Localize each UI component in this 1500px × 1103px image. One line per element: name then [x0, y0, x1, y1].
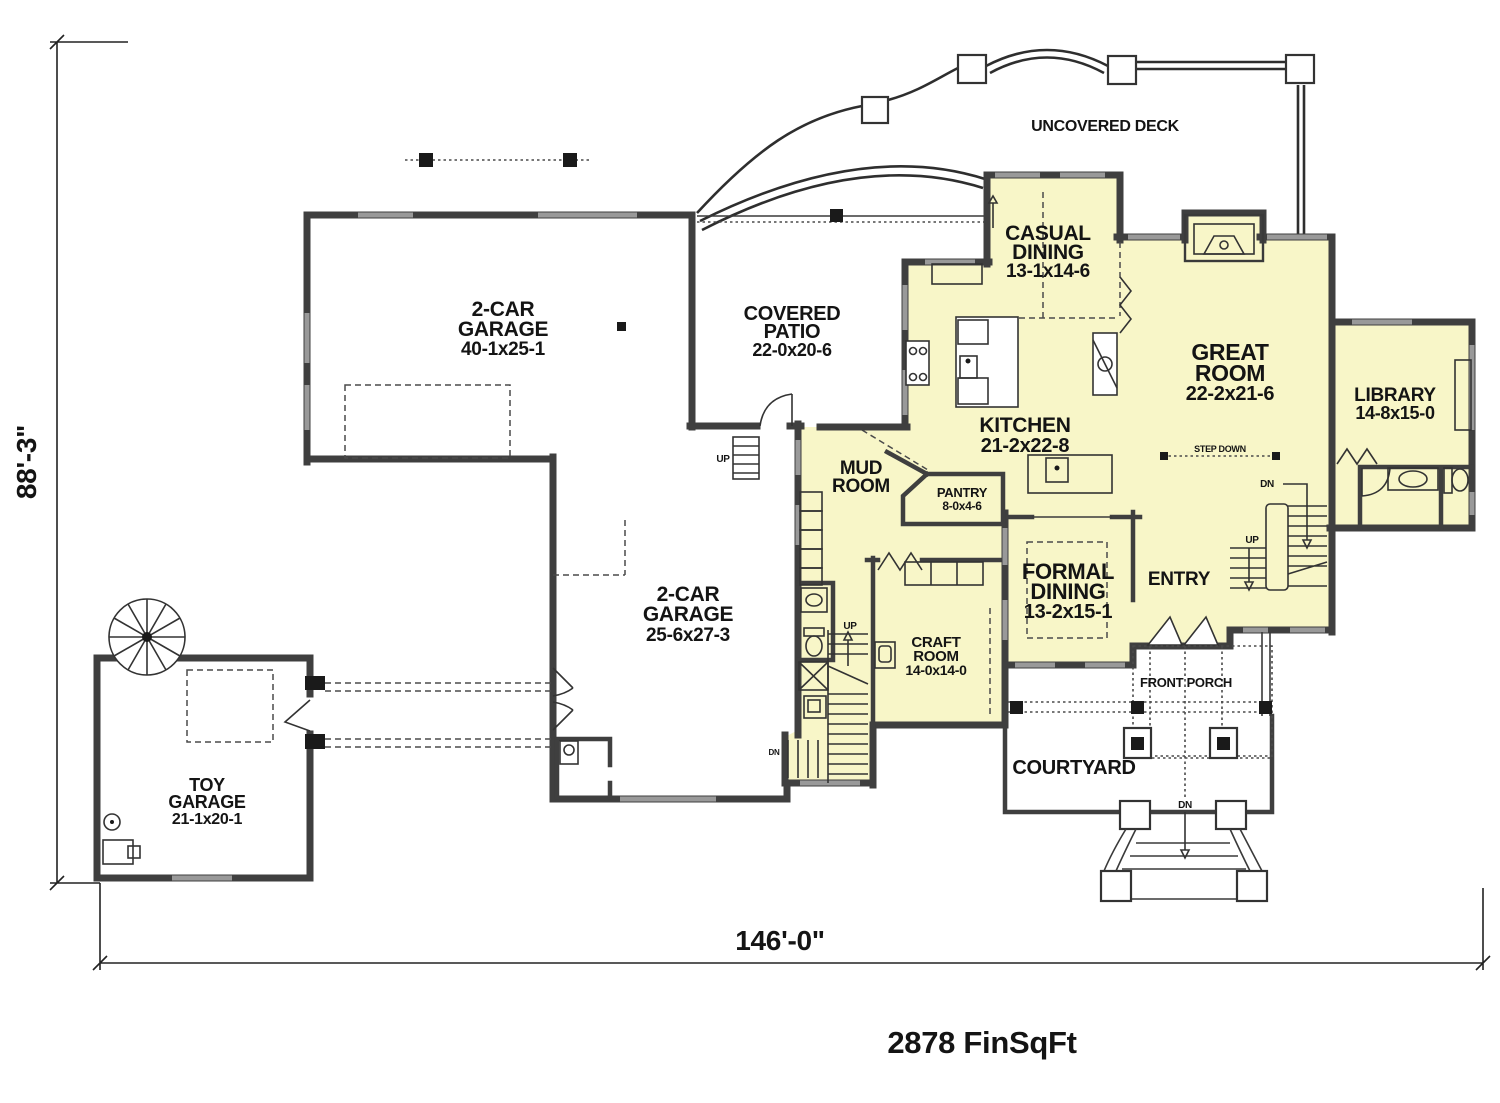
label-toy-garage-l2: GARAGE: [168, 792, 245, 812]
label-casual-dining-dims: 13-1x14-6: [1006, 261, 1090, 282]
doors: [283, 194, 1378, 732]
label-covered-patio-l1: COVERED: [744, 303, 841, 325]
wall-stub: [305, 676, 325, 690]
garage-stair: [787, 630, 869, 783]
label-casual-dining-l2: DINING: [1012, 241, 1084, 264]
label-craft-room-l2: ROOM: [913, 648, 958, 665]
craft-counter: [904, 561, 984, 586]
garage-breezeway-door: [552, 701, 574, 731]
garage-fixtures: [102, 740, 579, 865]
kitchen-fixtures: [905, 263, 1118, 494]
label-kitchen: KITCHEN: [979, 414, 1070, 437]
garage-breezeway-door: [552, 667, 574, 697]
label-square-footage: 2878 FinSqFt: [887, 1025, 1076, 1060]
label-great-room-l2: ROOM: [1195, 360, 1265, 386]
windows: [172, 172, 1475, 881]
label-covered-patio-l2: PATIO: [764, 321, 821, 343]
label-craft-room-l1: CRAFT: [911, 634, 960, 651]
label-library: LIBRARY: [1354, 385, 1436, 406]
label-width-dimension: 146'-0": [735, 925, 824, 956]
deck-post: [956, 53, 988, 85]
label-dn-side-stair: DN: [769, 748, 780, 757]
craft-room-door: [877, 551, 923, 572]
kitchen-island: [955, 316, 1019, 408]
counter: [1027, 454, 1113, 494]
patio-mudroom-door: [759, 393, 793, 427]
label-formal-dining-l2: DINING: [1030, 579, 1105, 604]
main-stair: [1160, 452, 1328, 592]
fireplace: [1183, 213, 1265, 263]
label-mud-room-l1: MUD: [840, 458, 882, 479]
library-door: [1336, 447, 1378, 466]
label-garage-side-l2: GARAGE: [643, 603, 734, 626]
label-toy-garage-l1: TOY: [189, 775, 225, 795]
label-garage-side-dims: 25-6x27-3: [646, 625, 730, 646]
prep-sink: [1045, 457, 1069, 483]
label-toy-garage-dims: 21-1x20-1: [172, 811, 243, 828]
entry-steps: [1099, 799, 1269, 903]
dimension-lines: [49, 34, 1491, 971]
toy-garage-door: [283, 699, 311, 732]
mudroom-fixtures: [798, 491, 984, 719]
label-casual-dining-l1: CASUAL: [1005, 222, 1091, 245]
label-up-garage-stair: UP: [843, 621, 857, 632]
label-formal-dining-dims: 13-2x15-1: [1024, 601, 1113, 623]
uncovered-deck-structure: [696, 48, 1316, 235]
label-pantry: PANTRY: [937, 485, 988, 500]
label-garage-side-l1: 2-CAR: [657, 583, 720, 606]
roof-lines: [405, 153, 985, 471]
label-up-patio-stair: UP: [716, 454, 730, 465]
label-height-dimension: 88'-3": [11, 425, 42, 499]
label-garage-top-l1: 2-CAR: [472, 298, 535, 321]
label-great-room-dims: 22-2x21-6: [1186, 383, 1275, 405]
deck-door-arrow: [987, 194, 999, 228]
labels: UNCOVERED DECK 2-CAR GARAGE 40-1x25-1 CO…: [11, 118, 1437, 1060]
interior-walls: [554, 448, 1475, 800]
bath-fixtures: [1361, 359, 1472, 497]
label-step-down: STEP DOWN: [1194, 444, 1246, 454]
patio-stair: [732, 436, 760, 480]
label-dn-courtyard: DN: [1178, 800, 1192, 811]
front-double-doors: [1146, 615, 1220, 646]
label-front-porch: FRONT PORCH: [1140, 675, 1232, 690]
island-sink: [959, 355, 978, 379]
label-covered-patio-dims: 22-0x20-6: [752, 340, 832, 360]
label-library-dims: 14-8x15-0: [1355, 403, 1435, 423]
deck-post: [860, 95, 890, 125]
label-mud-room-l2: ROOM: [832, 476, 890, 497]
label-kitchen-dims: 21-2x22-8: [981, 435, 1070, 457]
courtyard-structure: [1002, 632, 1275, 815]
wall-stub: [305, 734, 325, 749]
label-uncovered-deck: UNCOVERED DECK: [1031, 118, 1180, 135]
label-courtyard: COURTYARD: [1012, 757, 1135, 779]
label-garage-top-l2: GARAGE: [458, 318, 549, 341]
refrigerator: [931, 263, 983, 285]
great-room-window: [1118, 276, 1133, 334]
label-garage-top-dims: 40-1x25-1: [461, 339, 546, 360]
spiral-stair: [108, 598, 186, 676]
deck-post: [1284, 53, 1316, 85]
label-entry: ENTRY: [1148, 569, 1211, 590]
label-great-room-l1: GREAT: [1191, 339, 1269, 365]
utility-sink: [874, 641, 896, 669]
library-window-seat: [1454, 359, 1472, 431]
label-dn-main-stair: DN: [1260, 479, 1274, 490]
label-pantry-dims: 8-0x4-6: [942, 499, 982, 513]
label-craft-room-dims: 14-0x14-0: [905, 662, 967, 678]
label-formal-dining-l1: FORMAL: [1022, 559, 1114, 584]
deck-post: [1106, 54, 1138, 86]
powder-sink: [800, 587, 828, 613]
label-up-main-stair: UP: [1245, 535, 1259, 546]
